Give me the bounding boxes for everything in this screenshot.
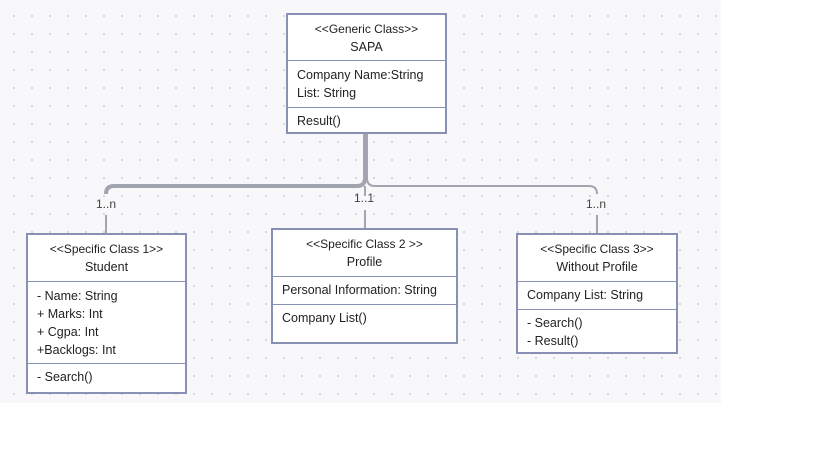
class-student[interactable]: <<Specific Class 1>> Student - Name: Str… [26, 233, 187, 394]
class-sapa[interactable]: <<Generic Class>> SAPA Company Name:Stri… [286, 13, 447, 134]
connector-trunk-right [366, 133, 598, 195]
class-student-methods: - Search() [28, 364, 185, 392]
attribute: Company List: String [527, 288, 644, 302]
class-profile-header: <<Specific Class 2 >> Profile [273, 230, 456, 277]
method: Company List() [282, 311, 367, 325]
inheritance-connectors [104, 133, 598, 233]
multiplicity-profile: 1..1 [354, 191, 375, 205]
class-without-profile-name: Without Profile [556, 260, 638, 274]
attribute: - Name: String [37, 289, 118, 303]
method: - Search() [527, 316, 583, 330]
class-sapa-name: SAPA [350, 39, 383, 54]
class-student-attributes: - Name: String + Marks: Int + Cgpa: Int … [28, 282, 185, 364]
class-profile-stereotype: <<Specific Class 2 >> [306, 237, 423, 251]
attribute: + Cgpa: Int [37, 325, 99, 339]
class-sapa-stereotype: <<Generic Class>> [314, 21, 419, 36]
class-student-header: <<Specific Class 1>> Student [28, 235, 185, 282]
class-without-profile[interactable]: <<Specific Class 3>> Without Profile Com… [516, 233, 678, 354]
class-sapa-header: <<Generic Class>> SAPA [288, 15, 445, 61]
diagram-canvas: <<Generic Class>> SAPA Company Name:Stri… [0, 0, 721, 403]
class-without-profile-attributes: Company List: String [518, 282, 676, 310]
class-without-profile-header: <<Specific Class 3>> Without Profile [518, 235, 676, 282]
class-sapa-methods: Result() [288, 108, 445, 136]
attribute: Company Name:String [297, 68, 424, 82]
class-profile-attributes: Personal Information: String [273, 277, 456, 305]
attribute: Personal Information: String [282, 283, 437, 297]
class-profile[interactable]: <<Specific Class 2 >> Profile Personal I… [271, 228, 458, 344]
multiplicity-student: 1..n [96, 197, 117, 211]
class-without-profile-stereotype: <<Specific Class 3>> [540, 242, 654, 256]
class-profile-name: Profile [346, 255, 383, 269]
class-student-stereotype: <<Specific Class 1>> [49, 242, 164, 256]
attribute: List: String [297, 86, 357, 100]
method: - Search() [37, 370, 93, 384]
class-student-name: Student [84, 260, 129, 274]
method: Result() [297, 114, 341, 128]
class-without-profile-methods: - Search() - Result() [518, 310, 676, 356]
class-sapa-attributes: Company Name:String List: String [288, 61, 445, 108]
attribute: +Backlogs: Int [37, 343, 116, 357]
method: - Result() [527, 334, 579, 348]
class-profile-methods: Company List() [273, 305, 456, 333]
attribute: + Marks: Int [37, 307, 103, 321]
connector-trunk [104, 133, 367, 195]
multiplicity-without-profile: 1..n [586, 197, 607, 211]
